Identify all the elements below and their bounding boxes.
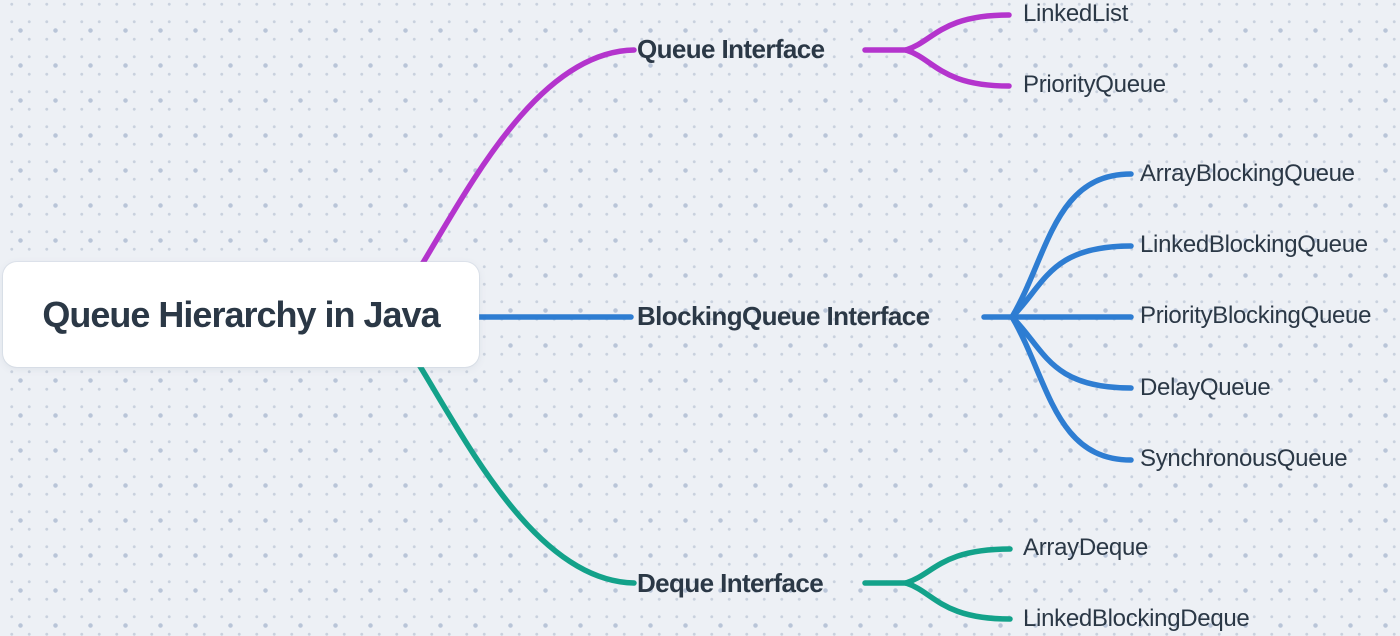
leaf-node-priorityblockingqueue: PriorityBlockingQueue [1140, 302, 1372, 330]
edge-blockingqueue-to-synchronousqueue [1009, 314, 1134, 463]
branch-node-queue-interface: Queue Interface [637, 33, 825, 64]
leaf-node-linkedblockingqueue: LinkedBlockingQueue [1140, 231, 1368, 259]
edge-root-to-deque-interface [402, 339, 637, 586]
root-node: Queue Hierarchy in Java [3, 262, 479, 367]
leaf-node-linkedblockingdeque: LinkedBlockingDeque [1023, 605, 1250, 633]
branch-node-blockingqueue-interface: BlockingQueue Interface [637, 300, 930, 331]
edge-blockingqueue-to-delayqueue [1009, 314, 1134, 391]
edge-queue-to-priorityqueue [903, 47, 1012, 89]
edge-root-to-queue-interface [402, 47, 637, 295]
edge-deque-to-linkedblockingdeque [903, 580, 1013, 622]
leaf-node-arrayblockingqueue: ArrayBlockingQueue [1140, 160, 1355, 188]
leaf-node-linkedlist: LinkedList [1023, 0, 1129, 28]
branch-node-deque-interface: Deque Interface [637, 567, 824, 598]
edge-blockingqueue-to-linkedblockingqueue [1009, 243, 1134, 320]
edge-blockingqueue-to-arrayblockingqueue [1009, 171, 1134, 320]
leaf-node-synchronousqueue: SynchronousQueue [1140, 445, 1348, 473]
leaf-node-arraydeque: ArrayDeque [1023, 534, 1149, 562]
edge-queue-to-linkedlist [903, 12, 1012, 53]
edge-deque-to-arraydeque [903, 546, 1013, 586]
leaf-node-priorityqueue: PriorityQueue [1023, 71, 1166, 99]
leaf-node-delayqueue: DelayQueue [1140, 374, 1271, 402]
root-node-label: Queue Hierarchy in Java [42, 293, 440, 335]
